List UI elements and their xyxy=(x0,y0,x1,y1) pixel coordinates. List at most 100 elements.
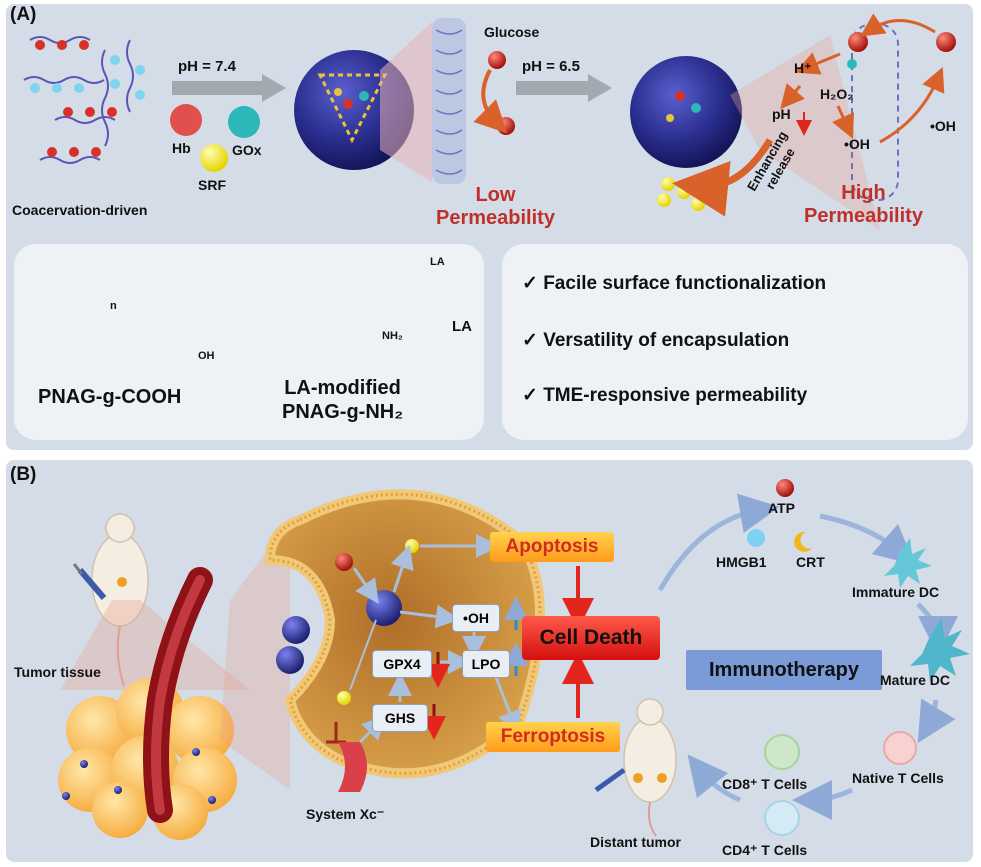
crt-label: CRT xyxy=(796,554,825,570)
arrow-np-srf xyxy=(390,544,414,593)
cd8-t-cells-label: CD8⁺ T Cells xyxy=(722,776,808,792)
immature-dc-icon xyxy=(884,538,932,588)
high-permeability-line-1: High xyxy=(841,182,886,204)
ph-74-label: pH = 7.4 xyxy=(178,58,236,75)
ph-65-label: pH = 6.5 xyxy=(522,58,580,75)
crt-icon xyxy=(794,531,812,552)
reaction-arrow-5 xyxy=(860,13,936,37)
enhancing-release-arrow xyxy=(672,138,774,217)
oh-node: •OH xyxy=(452,604,500,632)
ferroptosis-box: Ferroptosis xyxy=(486,722,620,752)
low-permeability-line-1: Low xyxy=(475,184,516,206)
pnag-nh2-line-1: LA-modified xyxy=(284,377,401,399)
la-label: LA xyxy=(452,318,472,335)
cycle-arrow-2 xyxy=(819,513,916,566)
low-permeability-label: Low Permeability xyxy=(436,184,555,230)
cycle-arrow-4 xyxy=(917,698,956,744)
nanoparticle-high-permeability xyxy=(630,56,742,168)
tumor-zoom-cone xyxy=(60,600,250,690)
released-drug-3 xyxy=(657,193,671,207)
cycle-arrow-6 xyxy=(687,754,741,803)
polymer-chains-icon xyxy=(23,36,134,164)
pnag-cooh-label: PNAG-g-COOH xyxy=(38,386,182,408)
glucose-icon-3 xyxy=(936,32,956,52)
nanoparticle-core-outline xyxy=(317,73,388,144)
hmgb1-icon xyxy=(747,529,765,547)
hb-label: Hb xyxy=(172,140,191,156)
hmgb1-label: HMGB1 xyxy=(716,554,767,570)
process-arrow-1-head xyxy=(262,74,286,102)
pnag-nh2-label: LA-modified PNAG-g-NH₂ xyxy=(282,376,403,424)
immunotherapy-box: Immunotherapy xyxy=(686,650,882,690)
reaction-arrow-3 xyxy=(832,105,854,139)
cycle-arrow-5 xyxy=(792,779,854,820)
lpo-node: LPO xyxy=(462,650,510,678)
reaction-arrow-2 xyxy=(780,83,805,110)
cell-zoom-cone xyxy=(220,520,290,790)
carboxyl-oh-label: OH xyxy=(198,350,215,362)
cd8-t-cell-icon xyxy=(764,734,800,770)
gox-enzyme-icon xyxy=(228,106,260,138)
panel-divider xyxy=(8,454,973,457)
low-permeability-line-2: Permeability xyxy=(436,207,555,229)
arrow-np-srf-release xyxy=(349,619,377,691)
membrane-lattice-icon xyxy=(435,29,463,175)
reaction-arrow-1 xyxy=(794,52,841,75)
glucose-cell-icon xyxy=(335,553,353,571)
mouse-tumor-icon xyxy=(72,513,149,687)
arrow-np-oh xyxy=(399,604,460,629)
charges-icon xyxy=(30,40,145,157)
srf-label: SRF xyxy=(198,177,226,193)
repeat-n-label-1: n xyxy=(110,300,117,312)
released-drug-4 xyxy=(691,197,705,211)
released-drug-1 xyxy=(661,177,675,191)
srf-cell-icon-2 xyxy=(337,691,351,705)
feature-2: ✓ Versatility of encapsulation xyxy=(522,330,790,351)
process-arrow-2-head xyxy=(588,74,612,102)
srf-cell-icon xyxy=(405,539,419,553)
arrow-lpo-ferroptosis xyxy=(492,671,521,736)
nanoparticle-cell-icon xyxy=(366,590,402,626)
la-small-label: LA xyxy=(430,256,445,268)
pnag-nh2-line-2: PNAG-g-NH₂ xyxy=(282,401,404,423)
arrow-glucose-np xyxy=(352,567,379,604)
glucose-label: Glucose xyxy=(484,24,540,40)
panel-a-label: (A) xyxy=(10,4,37,25)
apoptosis-box: Apoptosis xyxy=(490,532,614,562)
features-box xyxy=(502,244,968,440)
native-t-cell-icon xyxy=(883,731,917,765)
high-permeability-label: High Permeability xyxy=(804,182,923,228)
h2o2-label: H₂O₂ xyxy=(820,86,854,102)
cd4-t-cell-icon xyxy=(764,800,800,836)
glucose-arrow xyxy=(473,69,508,134)
cd4-t-cells-label: CD4⁺ T Cells xyxy=(722,842,808,858)
feature-1: ✓ Facile surface functionalization xyxy=(522,273,827,294)
tumor-tissue-label: Tumor tissue xyxy=(14,664,101,680)
mature-dc-label: Mature DC xyxy=(880,672,951,688)
hb-protein-icon xyxy=(170,104,202,136)
glucose-product-icon xyxy=(497,117,515,135)
reaction-arrow-4 xyxy=(879,66,945,144)
gpx4-node: GPX4 xyxy=(372,650,432,678)
nanoparticle-entering-1 xyxy=(282,616,310,644)
gox-label: GOx xyxy=(232,142,262,158)
oh-left-label: •OH xyxy=(844,136,870,152)
cycle-arrow-1 xyxy=(657,493,780,592)
native-t-cells-label: Native T Cells xyxy=(852,770,944,786)
immature-dc-label: Immature DC xyxy=(852,584,940,600)
feature-3: ✓ TME-responsive permeability xyxy=(522,385,808,406)
system-xc-channel-icon xyxy=(338,742,367,792)
nanoparticle-entering-2 xyxy=(276,646,304,674)
coacervation-label: Coacervation-driven xyxy=(12,202,148,218)
mature-dc-icon xyxy=(910,618,970,682)
atp-icon xyxy=(776,479,794,497)
polymer-structures-box xyxy=(14,244,484,440)
membrane-low-permeability-icon xyxy=(432,18,466,184)
atp-label: ATP xyxy=(768,500,795,516)
srf-drug-icon xyxy=(200,144,228,172)
high-permeability-line-2: Permeability xyxy=(804,205,923,227)
glucose-icon-2 xyxy=(848,32,868,52)
glucose-icon xyxy=(488,51,506,69)
